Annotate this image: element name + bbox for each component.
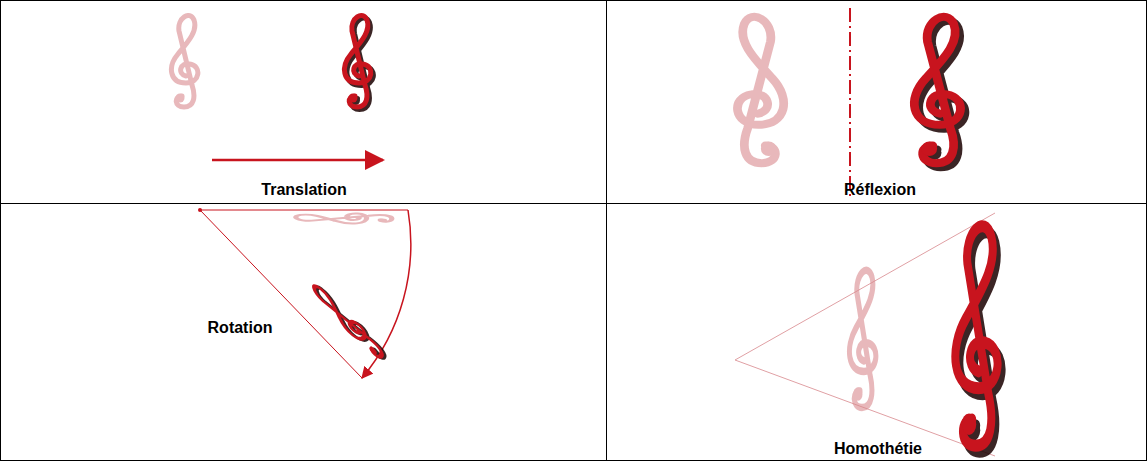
reflection-figure (737, 8, 964, 200)
transformation-label: Translation (261, 181, 346, 199)
transformation-label: Homothétie (834, 440, 922, 458)
homothety-figure (735, 213, 1002, 456)
translation-figure (171, 16, 383, 160)
transformation-label: Réflexion (844, 181, 916, 199)
transformation-label: Rotation (208, 319, 273, 337)
rotation-figure (198, 208, 411, 378)
